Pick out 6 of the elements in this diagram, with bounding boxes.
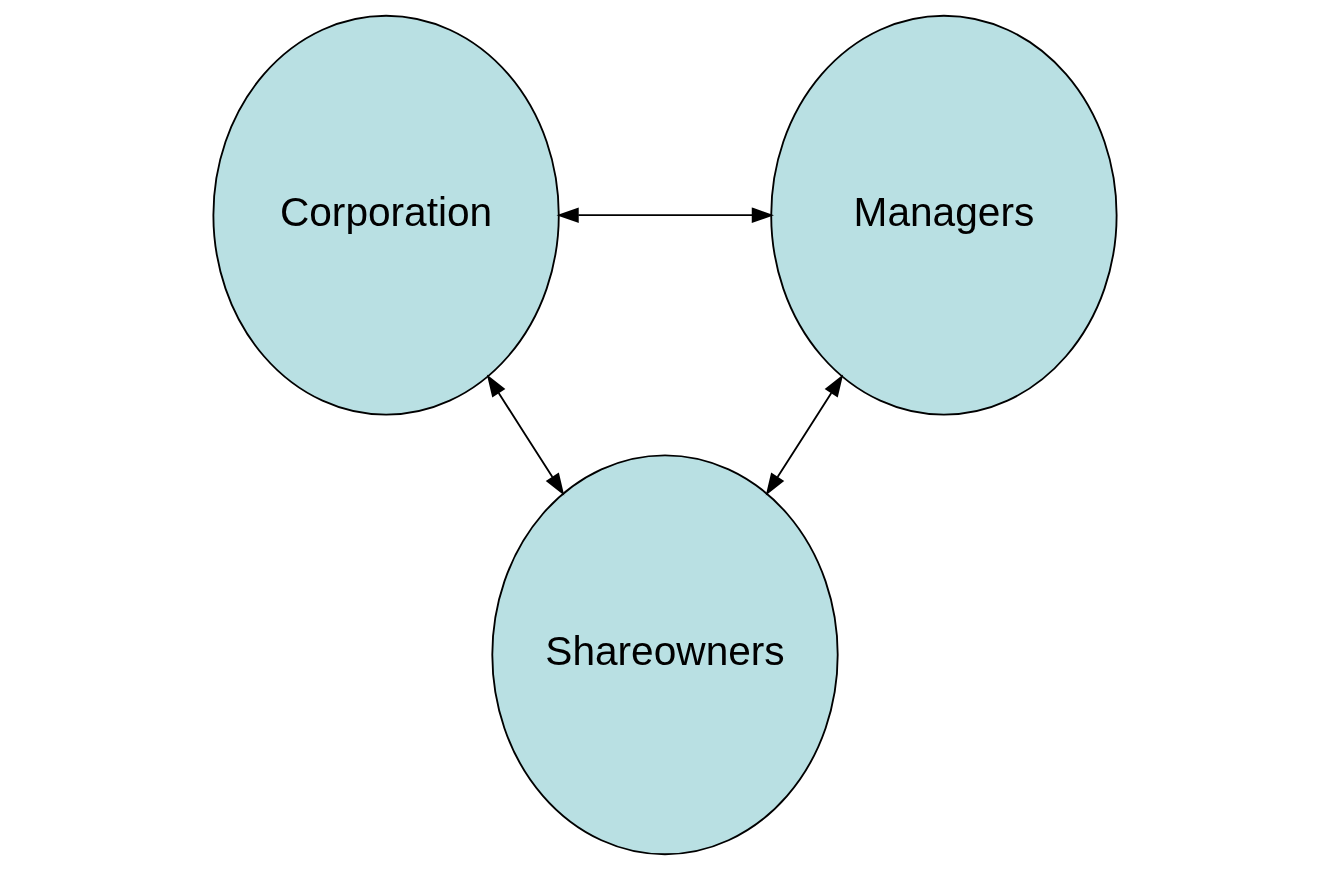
arrow xyxy=(765,374,844,496)
node-ellipse: Shareowners xyxy=(491,454,839,856)
node-ellipse: Corporation xyxy=(212,14,560,416)
node-ellipse: Managers xyxy=(770,14,1118,416)
arrow xyxy=(486,374,565,496)
arrow xyxy=(556,207,774,223)
